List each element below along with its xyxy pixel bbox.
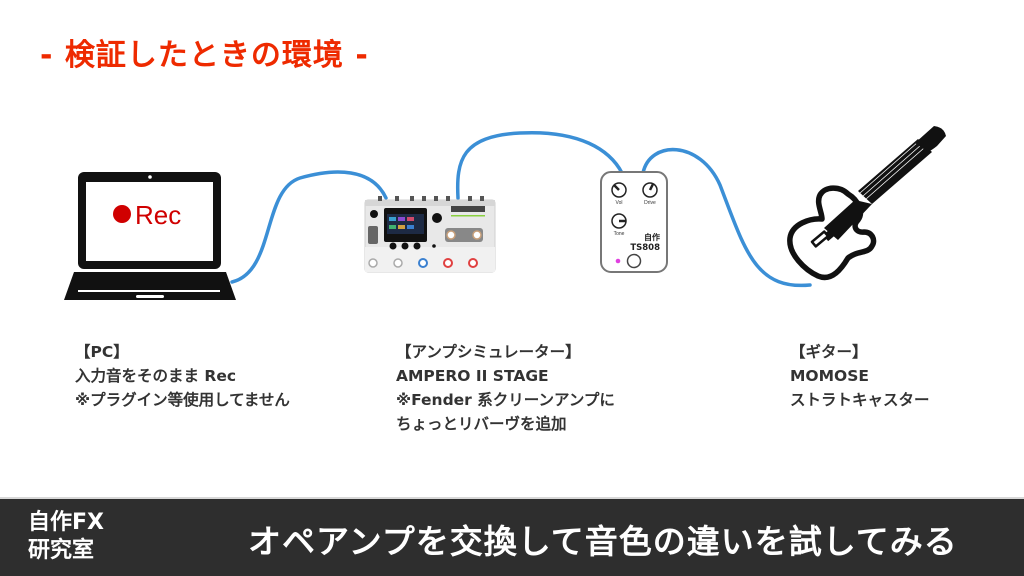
- knob-drive: [642, 182, 658, 198]
- page-title: - 検証したときの環境 -: [40, 38, 369, 73]
- record-dot-icon: [113, 205, 131, 223]
- article-title: オペアンプを交換して音色の違いを試してみる: [248, 522, 958, 561]
- pedal-label-line1: 自作: [644, 232, 660, 242]
- cable-pc-to-ampsim: [230, 170, 388, 284]
- multi-effects-pedal-icon: [364, 196, 496, 273]
- footswitch-icon: [626, 253, 642, 269]
- signal-chain-diagram: Rec: [64, 126, 946, 300]
- footer-bar: 自作FX 研究室 オペアンプを交換して音色の違いを試してみる: [0, 497, 1024, 576]
- knob-vol: [611, 182, 627, 198]
- guitar-line-1: MOMOSE: [790, 367, 869, 385]
- guitar-heading: 【ギター】: [790, 343, 868, 361]
- pc-description: 【PC】 入力音をそのまま Rec ※プラグイン等使用してません: [75, 340, 290, 412]
- logo-line-2: 研究室: [28, 538, 95, 563]
- knob-label-tone: Tone: [614, 231, 625, 237]
- knob-tone: [611, 213, 627, 229]
- ampsim-heading: 【アンプシミュレーター】: [396, 343, 581, 361]
- laptop-icon: Rec: [64, 172, 236, 300]
- pc-line-1: 入力音をそのまま Rec: [75, 367, 237, 385]
- ampsim-line-3: ちょっとリバーヴを追加: [396, 415, 567, 433]
- electric-guitar-icon: [787, 126, 946, 281]
- knob-label-vol: Vol: [616, 200, 623, 206]
- ampsim-line-2: ※Fender 系クリーンアンプに: [396, 391, 615, 409]
- overdrive-pedal-icon: Vol Drive Tone 自作 TS808: [600, 171, 668, 273]
- guitar-line-2: ストラトキャスター: [790, 391, 930, 409]
- ampsim-description: 【アンプシミュレーター】 AMPERO II STAGE ※Fender 系クリ…: [396, 340, 615, 436]
- knob-label-drive: Drive: [644, 200, 656, 206]
- cable-ampsim-to-pedal: [455, 130, 624, 200]
- guitar-description: 【ギター】 MOMOSE ストラトキャスター: [790, 340, 930, 412]
- pedal-led-icon: [615, 258, 621, 264]
- logo-line-1: 自作FX: [28, 510, 104, 535]
- ampsim-line-1: AMPERO II STAGE: [396, 367, 549, 385]
- pc-heading: 【PC】: [75, 343, 129, 361]
- pedal-label-line2: TS808: [630, 243, 660, 253]
- site-logo[interactable]: 自作FX 研究室: [28, 509, 104, 565]
- pc-line-2: ※プラグイン等使用してません: [75, 391, 290, 409]
- cable-pedal-to-guitar: [641, 148, 812, 288]
- rec-screen-text: Rec: [135, 200, 181, 230]
